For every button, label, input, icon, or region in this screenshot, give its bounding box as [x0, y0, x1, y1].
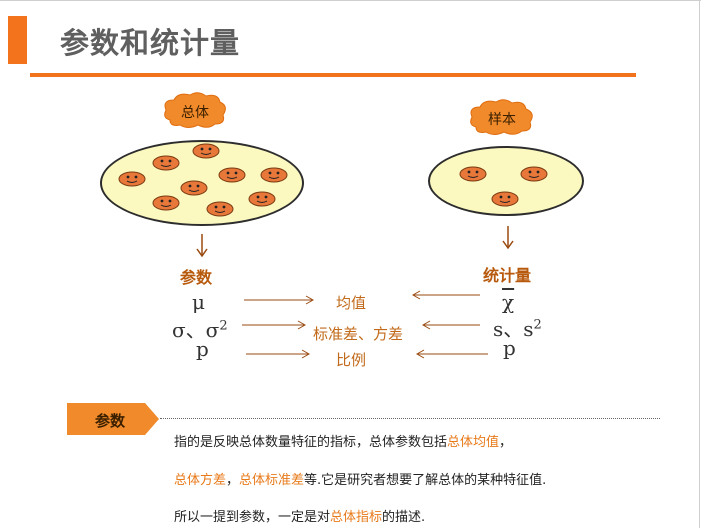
sample-mean-text: χ [502, 290, 515, 314]
relation-proportion: 比例 [336, 351, 367, 369]
relation-sd-variance: 标准差、方差 [313, 325, 404, 343]
relation-mean: 均值 [336, 294, 367, 312]
arrow-down-icon [196, 234, 208, 258]
arrow-left-icon [416, 349, 488, 359]
face-icon [248, 191, 276, 207]
sample-mean-symbol: χ [502, 290, 514, 314]
desc-2a: ， [226, 473, 240, 488]
badge-dotted-rule [160, 418, 660, 419]
face-icon [206, 201, 234, 217]
arrow-down-icon [502, 226, 514, 250]
arrow-right-icon [246, 349, 310, 359]
parameter-heading: 参数 [180, 268, 213, 287]
arrow-right-icon [244, 295, 314, 305]
sample-prop-symbol: p [503, 336, 516, 360]
face-icon [180, 180, 208, 196]
desc-1b: ， [499, 435, 513, 450]
sample-sd-symbol: s、s2 [493, 313, 542, 342]
arrow-left-icon [422, 320, 480, 330]
arrow-right-icon [242, 320, 306, 330]
sample-cloud: 样本 [466, 97, 538, 137]
face-icon [218, 167, 246, 183]
description-line-1: 指的是反映总体数量特征的指标，总体参数包括总体均值， [174, 431, 512, 450]
parameter-badge-shape [67, 403, 159, 435]
face-icon [192, 143, 220, 159]
statistic-heading: 统计量 [483, 266, 532, 285]
face-icon [459, 166, 487, 182]
population-sd-sup: 2 [219, 318, 228, 334]
face-icon [491, 191, 519, 207]
frame-right [699, 0, 700, 528]
population-cloud: 总体 [160, 90, 230, 130]
parameter-badge-label: 参数 [94, 412, 125, 430]
face-icon [118, 171, 146, 187]
population-prop-symbol: p [196, 337, 209, 361]
sample-sd-text: s、s [493, 317, 534, 341]
title-rule [30, 73, 636, 77]
sample-sd-sup: 2 [533, 317, 542, 333]
desc-1a: 指的是反映总体数量特征的指标，总体参数包括 [174, 435, 448, 450]
population-label: 总体 [181, 105, 209, 121]
frame-top [0, 0, 701, 1]
page-title: 参数和统计量 [60, 26, 241, 60]
desc-2b: 等.它是研究者想要了解总体的某种特征值. [304, 473, 547, 488]
desc-1-highlight: 总体均值 [447, 435, 500, 450]
population-sd-symbol: σ、σ2 [172, 314, 228, 343]
title-accent-bar [8, 16, 27, 64]
desc-3-highlight: 总体指标 [330, 510, 383, 525]
desc-2-highlight-1: 总体方差 [174, 473, 227, 488]
sample-ellipse [428, 146, 584, 216]
desc-3b: 的描述. [382, 510, 426, 525]
arrow-left-icon [412, 290, 480, 300]
population-mean-symbol: μ [192, 290, 205, 314]
description-line-3: 所以一提到参数，一定是对总体指标的描述. [174, 506, 425, 525]
population-sd-text: σ、σ [172, 318, 220, 342]
cloud-shape-icon [470, 99, 533, 135]
description-line-2: 总体方差，总体标准差等.它是研究者想要了解总体的某种特征值. [174, 469, 546, 488]
face-icon [520, 166, 548, 182]
sample-label: 样本 [488, 112, 516, 128]
face-icon [152, 155, 180, 171]
cloud-shape-icon [164, 92, 226, 128]
desc-3a: 所以一提到参数，一定是对 [174, 510, 331, 525]
face-icon [260, 167, 288, 183]
face-icon [152, 195, 180, 211]
desc-2-highlight-2: 总体标准差 [239, 473, 305, 488]
